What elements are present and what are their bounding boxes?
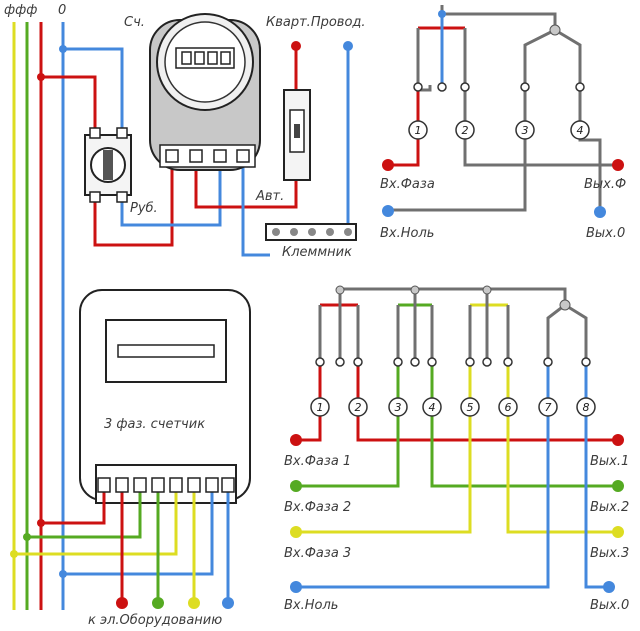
phase-out-label: Вых.Ф	[584, 177, 626, 192]
output-1-label: Вых.1	[590, 454, 629, 469]
terminal-number: 8	[583, 401, 590, 414]
junction-dot	[37, 73, 45, 81]
terminal-number: 5	[467, 401, 474, 414]
zero-out-label: Вых.0	[586, 226, 625, 241]
apartment-phase-terminal	[291, 41, 301, 51]
terminal-number: 1	[415, 124, 422, 137]
terminal-number: 4	[429, 401, 436, 414]
scheme1-terminal-nodes	[413, 82, 585, 92]
terminal-number: 3	[522, 124, 529, 137]
apartment-zero-terminal	[343, 41, 353, 51]
phases-label: ффф	[4, 3, 37, 18]
main-switch	[84, 127, 132, 203]
terminal-block-label: Клеммник	[282, 245, 352, 260]
meter-digit	[207, 51, 218, 65]
junction-dot	[59, 45, 67, 53]
meter-digit	[194, 51, 205, 65]
input-phase1-label: Вх.Фаза 1	[284, 454, 351, 469]
meter-terminals	[97, 477, 235, 493]
breaker-label: Авт.	[255, 189, 284, 204]
meter-label: Сч.	[124, 15, 145, 30]
input-zero-label: Вх.Ноль	[284, 598, 338, 613]
zero-label: 0	[58, 3, 66, 18]
terminal-number: 1	[317, 401, 324, 414]
to-equipment-label: к эл.Оборудованию	[88, 613, 222, 628]
phase-in-label: Вх.Фаза	[380, 177, 435, 192]
scheme3-terminal-numbers: 1 2 3 4 5 6 7 8	[310, 397, 596, 417]
scheme1-terminal-numbers: 1 2 3 4	[408, 120, 590, 140]
zero-in-label: Вх.Ноль	[380, 226, 434, 241]
three-phase-meter	[79, 289, 251, 504]
output-2-label: Вых.2	[590, 500, 629, 515]
terminal-number: 7	[545, 401, 552, 414]
terminal-number: 6	[505, 401, 512, 414]
output-3-label: Вых.3	[590, 546, 629, 561]
switch-label: Руб.	[130, 201, 158, 216]
upper-wiring	[41, 47, 350, 257]
terminal-number: 2	[355, 401, 362, 414]
meter-digit	[220, 51, 231, 65]
terminal-block	[265, 223, 357, 241]
bus-wires	[12, 22, 65, 610]
terminal-number: 4	[577, 124, 584, 137]
scheme3-terminal-nodes	[315, 357, 591, 367]
terminal-number: 2	[462, 124, 469, 137]
input-phase2-label: Вх.Фаза 2	[284, 500, 351, 515]
apartment-wiring-label: Кварт.Провод.	[266, 15, 366, 30]
output-zero-label: Вых.0	[590, 598, 629, 613]
single-phase-meter	[149, 13, 261, 171]
three-phase-scheme	[300, 287, 615, 589]
three-phase-wiring	[14, 490, 230, 600]
terminal-number: 3	[395, 401, 402, 414]
three-phase-meter-label: 3 фаз. счетчик	[104, 417, 205, 432]
input-phase3-label: Вх.Фаза 3	[284, 546, 351, 561]
circuit-breaker	[283, 89, 311, 181]
meter-digit	[181, 51, 192, 65]
